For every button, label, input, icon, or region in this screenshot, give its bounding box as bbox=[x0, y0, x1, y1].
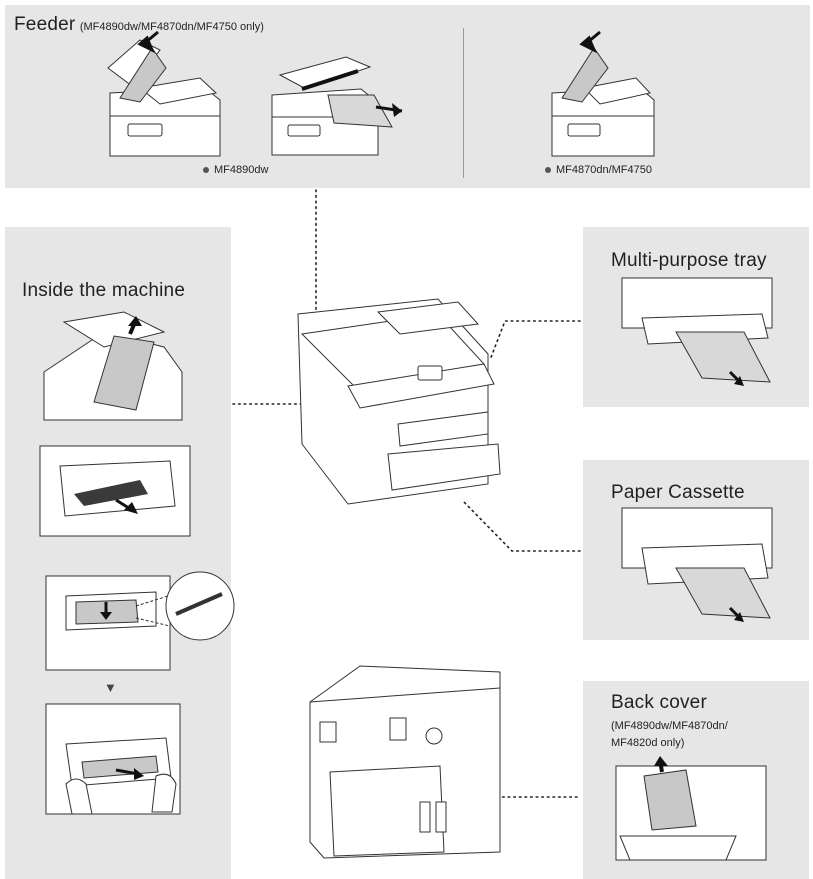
feeder-caption-right-text: MF4870dn/MF4750 bbox=[556, 164, 652, 176]
multi-purpose-tray-illustration bbox=[621, 277, 773, 386]
step-down-arrow-icon: ▼ bbox=[104, 680, 117, 695]
inside-illustration-3 bbox=[45, 571, 235, 671]
feeder-divider bbox=[463, 28, 464, 178]
feeder-caption-right: MF4870dn/MF4750 bbox=[545, 164, 652, 176]
inside-illustration-2 bbox=[39, 445, 191, 537]
inside-illustration-1 bbox=[43, 311, 183, 421]
feeder-heading: Feeder (MF4890dw/MF4870dn/MF4750 only) bbox=[14, 14, 264, 36]
feeder-illustration-3 bbox=[551, 30, 655, 157]
feeder-title: Feeder bbox=[14, 14, 76, 35]
back-cover-subtitle-line2: MF4820d only) bbox=[611, 737, 685, 749]
back-printer-illustration bbox=[309, 665, 501, 859]
back-cover-title: Back cover bbox=[611, 692, 707, 713]
back-cover-illustration bbox=[615, 756, 767, 861]
multi-purpose-tray-title: Multi-purpose tray bbox=[611, 250, 767, 271]
bullet-dot-icon bbox=[203, 167, 209, 173]
back-cover-subtitle-line1: (MF4890dw/MF4870dn/ bbox=[611, 720, 728, 732]
paper-cassette-title: Paper Cassette bbox=[611, 482, 745, 503]
bullet-dot-icon bbox=[545, 167, 551, 173]
inside-illustration-4 bbox=[45, 703, 181, 815]
main-printer-illustration bbox=[297, 298, 501, 505]
feeder-caption-left-text: MF4890dw bbox=[214, 164, 269, 176]
inside-machine-title: Inside the machine bbox=[22, 280, 186, 301]
feeder-illustration-1 bbox=[107, 30, 221, 157]
feeder-illustration-2 bbox=[271, 56, 403, 156]
leader-mp-tray bbox=[489, 320, 581, 361]
leader-cassette bbox=[461, 499, 581, 552]
up-arrow-icon bbox=[137, 30, 159, 54]
feeder-caption-left: MF4890dw bbox=[203, 164, 268, 176]
feeder-subtitle: (MF4890dw/MF4870dn/MF4750 only) bbox=[79, 21, 264, 33]
paper-cassette-illustration bbox=[621, 507, 773, 622]
